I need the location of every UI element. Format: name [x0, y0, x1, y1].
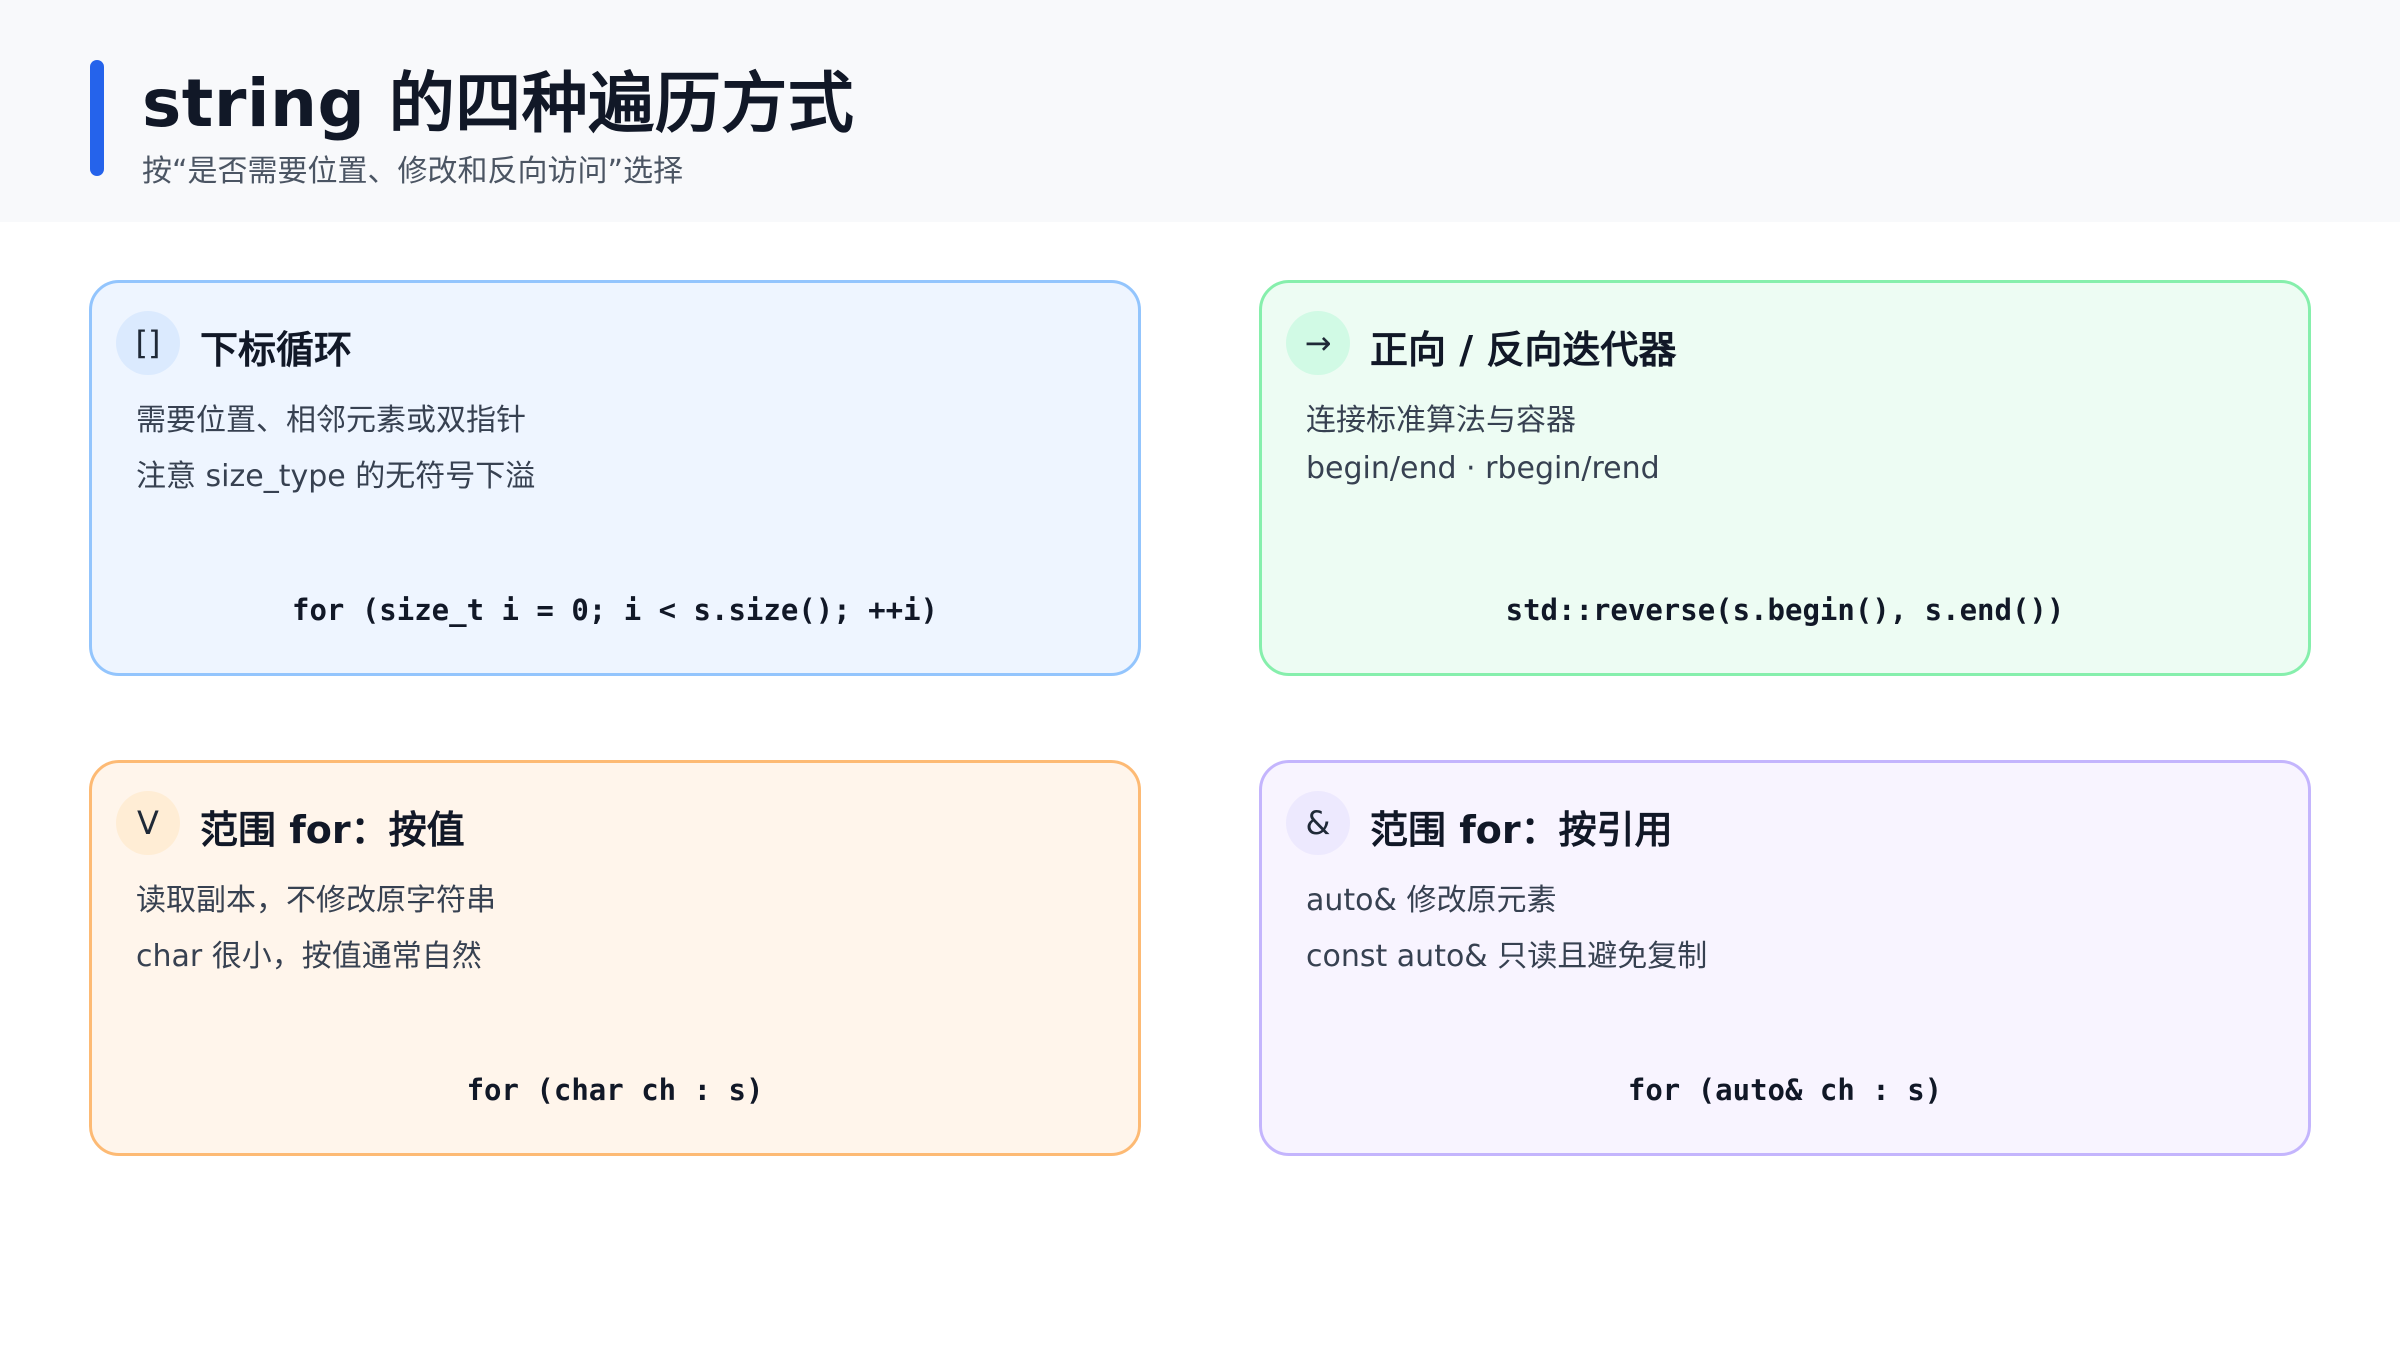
card-line: auto& 修改原元素 [1306, 883, 1557, 918]
code-snippet: for (auto& ch : s) [1627, 1073, 1943, 1107]
card-title: 范围 for：按值 [200, 808, 465, 852]
page-title: string 的四种遍历方式 [142, 65, 855, 142]
code-snippet: std::reverse(s.begin(), s.end()) [1505, 593, 2065, 627]
card-title: 下标循环 [200, 328, 353, 372]
header: string 的四种遍历方式 按“是否需要位置、修改和反向访问”选择 [0, 0, 2400, 222]
card-line: begin/end · rbegin/rend [1306, 451, 1660, 486]
card-line: const auto& 只读且避免复制 [1306, 939, 1708, 974]
card-range-for-value: V 范围 for：按值 读取副本，不修改原字符串 char 很小，按值通常自然 … [89, 760, 1141, 1156]
card-line: 需要位置、相邻元素或双指针 [136, 403, 526, 438]
card-line: 注意 size_type 的无符号下溢 [136, 459, 536, 494]
card-line: 读取副本，不修改原字符串 [136, 883, 496, 918]
code-snippet: for (size_t i = 0; i < s.size(); ++i) [291, 593, 938, 627]
card-title: 范围 for：按引用 [1370, 808, 1673, 852]
card-iterators: → 正向 / 反向迭代器 连接标准算法与容器 begin/end · rbegi… [1259, 280, 2311, 676]
card-line: char 很小，按值通常自然 [136, 939, 482, 974]
card-line: 连接标准算法与容器 [1306, 403, 1576, 438]
ampersand-icon: & [1286, 791, 1350, 855]
card-range-for-reference: & 范围 for：按引用 auto& 修改原元素 const auto& 只读且… [1259, 760, 2311, 1156]
accent-bar [90, 60, 104, 176]
card-index-loop: [] 下标循环 需要位置、相邻元素或双指针 注意 size_type 的无符号下… [89, 280, 1141, 676]
page-subtitle: 按“是否需要位置、修改和反向访问”选择 [142, 154, 684, 189]
card-title: 正向 / 反向迭代器 [1370, 328, 1677, 372]
code-snippet: for (char ch : s) [466, 1073, 764, 1107]
value-icon: V [116, 791, 180, 855]
arrow-right-icon: → [1286, 311, 1350, 375]
brackets-icon: [] [116, 311, 180, 375]
